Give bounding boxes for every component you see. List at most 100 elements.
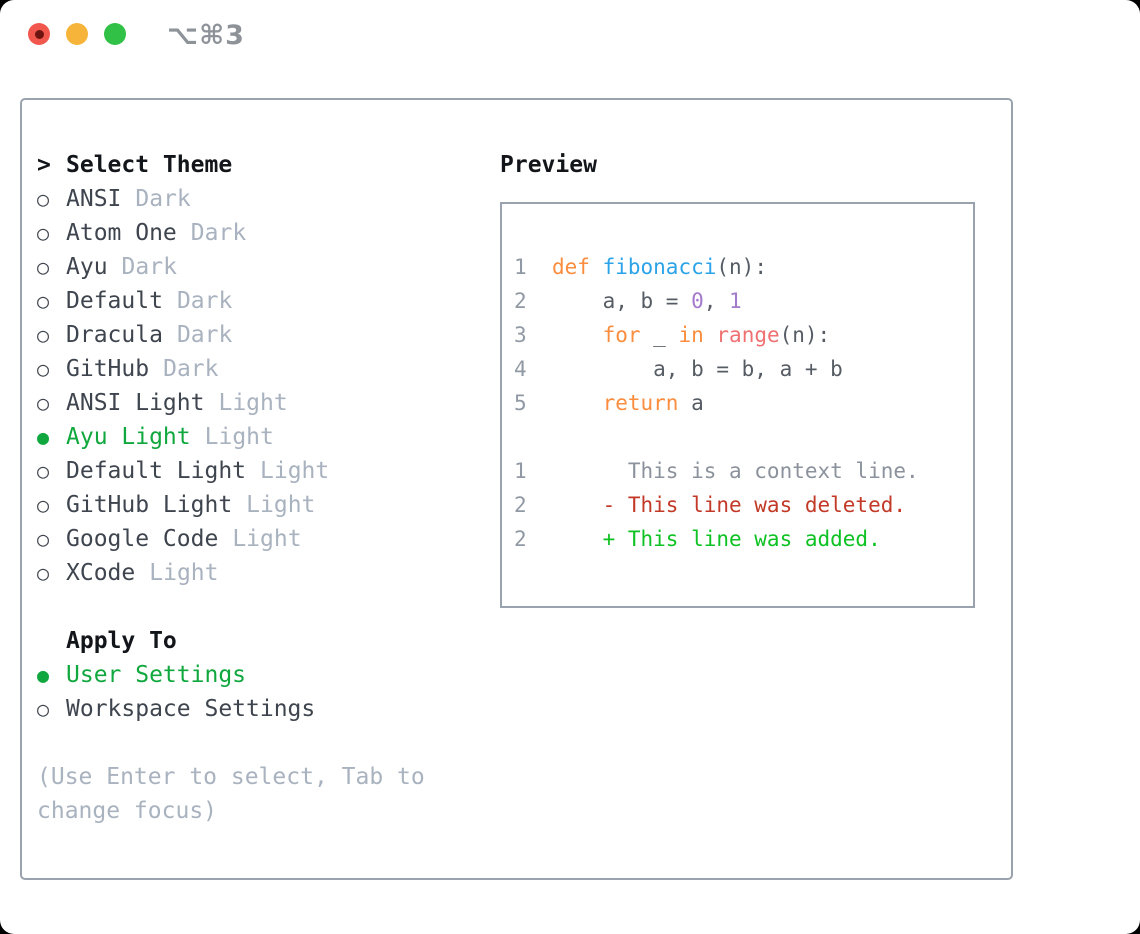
apply-option-workspace-settings[interactable]: ○ Workspace Settings xyxy=(37,692,467,726)
theme-name: GitHub xyxy=(66,356,150,382)
close-dot-icon xyxy=(34,29,44,39)
radio-unselected-icon: ○ xyxy=(37,289,50,313)
preview-title: Preview xyxy=(500,152,597,178)
apply-option-label: Workspace Settings xyxy=(66,696,316,722)
theme-name: Default Light xyxy=(66,458,247,484)
theme-name: Default xyxy=(66,288,163,314)
code-line: 3 for _ in range(n): xyxy=(514,318,973,352)
apply-to-header-row: Apply To xyxy=(37,624,467,658)
radio-unselected-icon: ○ xyxy=(37,221,50,245)
apply-option-user-settings[interactable]: ●User Settings xyxy=(37,658,467,692)
code-token-number: 1 xyxy=(729,289,742,313)
code-token-plain xyxy=(704,323,717,347)
code-token-plain xyxy=(590,255,603,279)
theme-name: Dracula xyxy=(66,322,163,348)
apply-to-title: Apply To xyxy=(66,628,177,654)
theme-variant: Dark xyxy=(176,322,233,348)
theme-variant: Light xyxy=(218,390,288,416)
code-line: 4 a, b = b, a + b xyxy=(514,352,973,386)
line-number: 5 xyxy=(514,391,527,415)
code-token-plain: (n): xyxy=(779,323,831,347)
code-token-function: fibonacci xyxy=(602,255,717,279)
theme-variant: Dark xyxy=(135,186,191,212)
theme-name: GitHub Light xyxy=(66,492,233,518)
theme-option-default-light[interactable]: ○ Default Light Light xyxy=(37,454,467,488)
select-theme-title: Select Theme xyxy=(66,152,233,178)
code-line: 1 This is a context line. xyxy=(514,454,973,488)
prompt-icon: > xyxy=(37,152,51,178)
theme-variant: Light xyxy=(260,458,330,484)
spacer xyxy=(37,726,467,760)
code-line: 5 return a xyxy=(514,386,973,420)
radio-unselected-icon: ○ xyxy=(37,391,50,415)
code-token-plain: a xyxy=(678,391,704,415)
radio-unselected-icon: ○ xyxy=(37,493,50,517)
code-token-plain: a, b = xyxy=(552,289,692,313)
radio-unselected-icon: ○ xyxy=(37,697,50,721)
line-number: 2 xyxy=(514,527,527,551)
traffic-lights xyxy=(28,23,126,45)
theme-name: ANSI Light xyxy=(66,390,205,416)
theme-option-ansi-light[interactable]: ○ ANSI Light Light xyxy=(37,386,467,420)
theme-name: ANSI xyxy=(66,186,122,212)
minimize-button[interactable] xyxy=(66,23,88,45)
theme-variant: Light xyxy=(232,526,302,552)
spacer xyxy=(37,590,467,624)
code-token-builtin: range xyxy=(716,323,780,347)
window-title: ⌥⌘3 xyxy=(167,20,245,51)
radio-unselected-icon: ○ xyxy=(37,187,50,211)
theme-name: XCode xyxy=(66,560,136,586)
theme-name: Ayu Light xyxy=(66,424,191,450)
code-token-plain: (n): xyxy=(716,255,767,279)
zoom-button[interactable] xyxy=(104,23,126,45)
code-token-deleted: - This line was deleted. xyxy=(552,493,907,517)
theme-option-google-code[interactable]: ○ Google Code Light xyxy=(37,522,467,556)
code-token-plain: , xyxy=(703,289,730,313)
theme-option-github-light[interactable]: ○ GitHub Light Light xyxy=(37,488,467,522)
code-token-keyword: in xyxy=(678,323,704,347)
radio-unselected-icon: ○ xyxy=(37,459,50,483)
line-number: 2 xyxy=(514,493,527,517)
code-token-plain: _ xyxy=(640,323,679,347)
radio-selected-icon: ● xyxy=(37,663,50,687)
line-number: 2 xyxy=(514,289,527,313)
line-number: 4 xyxy=(514,357,527,381)
code-token-plain xyxy=(552,391,603,415)
code-token-keyword: for xyxy=(602,323,641,347)
select-theme-header-row: > Select Theme xyxy=(37,148,467,182)
code-token-plain xyxy=(552,323,603,347)
radio-selected-icon: ● xyxy=(37,425,50,449)
line-number: 1 xyxy=(514,255,527,279)
radio-unselected-icon: ○ xyxy=(37,527,50,551)
code-token-plain: a, b = b, a + b xyxy=(552,357,843,381)
radio-unselected-icon: ○ xyxy=(37,255,50,279)
theme-name: Google Code xyxy=(66,526,219,552)
code-line xyxy=(514,420,973,454)
theme-option-ansi[interactable]: ○ ANSI Dark xyxy=(37,182,467,216)
line-number: 3 xyxy=(514,323,527,347)
code-line: 2 - This line was deleted. xyxy=(514,488,973,522)
theme-name: Ayu xyxy=(66,254,108,280)
code-token-added: + This line was added. xyxy=(552,527,881,551)
theme-option-github[interactable]: ○ GitHub Dark xyxy=(37,352,467,386)
theme-variant: Light xyxy=(246,492,316,518)
radio-unselected-icon: ○ xyxy=(37,357,50,381)
code-token-number: 0 xyxy=(691,289,704,313)
close-button[interactable] xyxy=(28,23,50,45)
apply-to-list: ●User Settings ○ Workspace Settings xyxy=(37,658,467,726)
theme-variant: Dark xyxy=(163,356,219,382)
code-line: 2 + This line was added. xyxy=(514,522,973,556)
